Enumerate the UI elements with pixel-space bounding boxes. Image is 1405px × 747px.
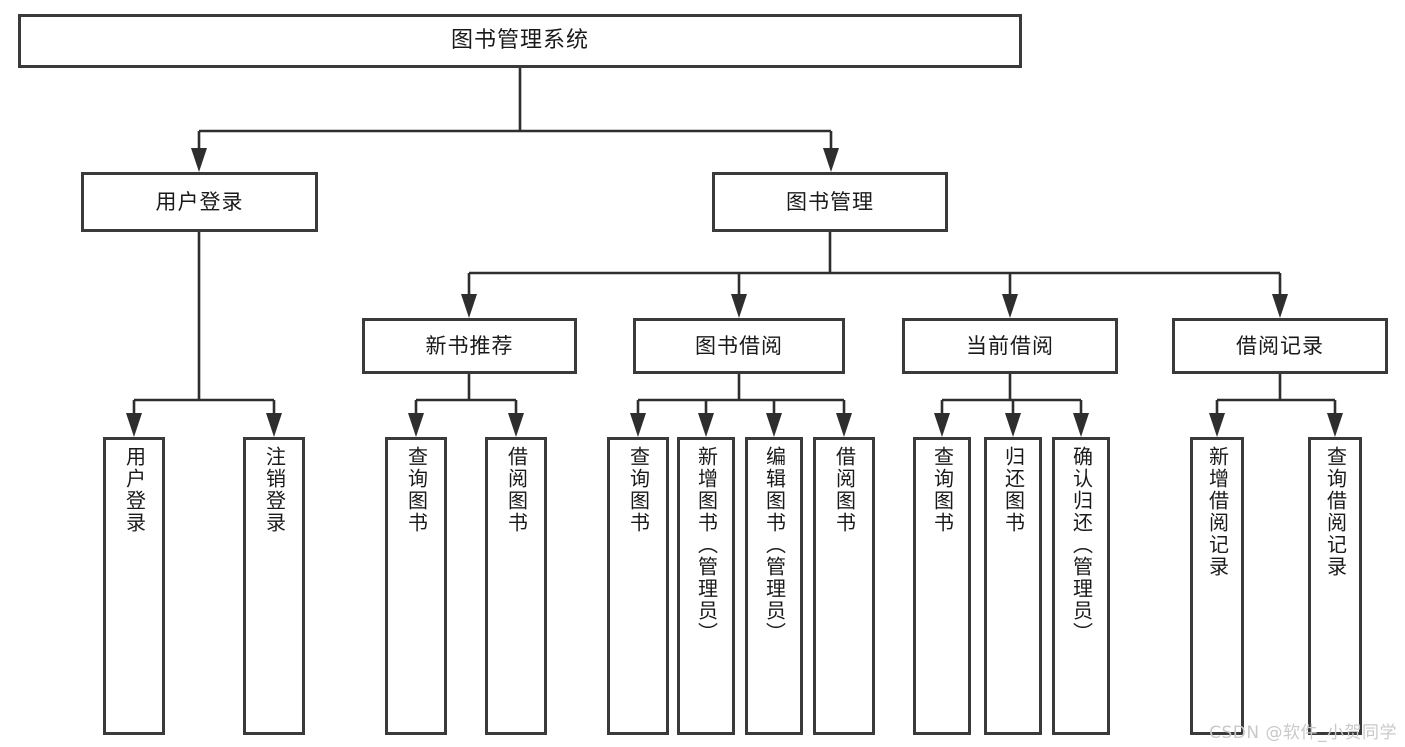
leaf-query-book-current-label: 查询图书	[930, 446, 955, 534]
node-new-book-recommend-label: 新书推荐	[425, 333, 514, 358]
arrow-borrow-l1	[630, 413, 646, 437]
leaf-borrow-book-label: 借阅图书	[832, 446, 857, 534]
leaf-user-login-label: 用户登录	[122, 446, 147, 534]
arrow-borrow-l3	[766, 413, 782, 437]
node-root[interactable]: 图书管理系统	[18, 14, 1022, 68]
leaf-borrow-book-newbook-label: 借阅图书	[504, 446, 529, 534]
arrow-newbook-l2	[508, 413, 524, 437]
arrow-login-l2	[266, 413, 282, 437]
leaf-query-book-borrow[interactable]: 查询图书	[607, 437, 669, 735]
arrow-record-l2	[1327, 413, 1343, 437]
leaf-query-book-newbook[interactable]: 查询图书	[385, 437, 447, 735]
arrow-record-l1	[1209, 413, 1225, 437]
leaf-query-book-current[interactable]: 查询图书	[913, 437, 971, 735]
arrow-borrow-l2	[698, 413, 714, 437]
leaf-edit-book-admin[interactable]: 编辑图书（管理员）	[745, 437, 803, 735]
leaf-confirm-return-admin-label: 确认归还（管理员）	[1069, 446, 1094, 644]
node-book-management-label: 图书管理	[786, 189, 874, 214]
leaf-borrow-book[interactable]: 借阅图书	[813, 437, 875, 735]
arrow-newbook-l1	[408, 413, 424, 437]
leaf-logout[interactable]: 注销登录	[243, 437, 305, 735]
leaf-add-book-admin[interactable]: 新增图书（管理员）	[677, 437, 735, 735]
leaf-query-book-newbook-label: 查询图书	[404, 446, 429, 534]
leaf-borrow-book-newbook[interactable]: 借阅图书	[485, 437, 547, 735]
node-current-borrow[interactable]: 当前借阅	[902, 318, 1118, 374]
leaf-query-book-borrow-label: 查询图书	[626, 446, 651, 534]
arrow-bm-c3	[1002, 294, 1018, 318]
leaf-add-borrow-record-label: 新增借阅记录	[1205, 446, 1230, 578]
arrow-current-l3	[1073, 413, 1089, 437]
arrow-root-to-login	[191, 148, 207, 172]
leaf-return-book[interactable]: 归还图书	[984, 437, 1042, 735]
node-book-borrow-label: 图书借阅	[695, 333, 783, 358]
watermark: CSDN @软件_小贺同学	[1209, 723, 1397, 743]
node-borrow-record[interactable]: 借阅记录	[1172, 318, 1388, 374]
arrow-login-l1	[126, 413, 142, 437]
node-user-login[interactable]: 用户登录	[81, 172, 318, 232]
node-book-borrow[interactable]: 图书借阅	[633, 318, 845, 374]
node-new-book-recommend[interactable]: 新书推荐	[362, 318, 577, 374]
leaf-return-book-label: 归还图书	[1001, 446, 1026, 534]
leaf-edit-book-admin-label: 编辑图书（管理员）	[762, 446, 787, 644]
leaf-query-borrow-record-label: 查询借阅记录	[1323, 446, 1348, 578]
leaf-logout-label: 注销登录	[262, 446, 287, 534]
node-borrow-record-label: 借阅记录	[1236, 333, 1324, 358]
leaf-add-borrow-record[interactable]: 新增借阅记录	[1190, 437, 1244, 735]
arrow-root-to-bookmgmt	[823, 148, 839, 172]
leaf-add-book-admin-label: 新增图书（管理员）	[694, 446, 719, 644]
arrow-bm-c2	[731, 294, 747, 318]
arrow-bm-c1	[461, 294, 477, 318]
leaf-user-login[interactable]: 用户登录	[103, 437, 165, 735]
arrow-borrow-l4	[836, 413, 852, 437]
node-root-label: 图书管理系统	[450, 28, 589, 54]
arrow-current-l1	[934, 413, 950, 437]
leaf-confirm-return-admin[interactable]: 确认归还（管理员）	[1052, 437, 1110, 735]
arrow-current-l2	[1005, 413, 1021, 437]
node-book-management[interactable]: 图书管理	[712, 172, 948, 232]
leaf-query-borrow-record[interactable]: 查询借阅记录	[1308, 437, 1362, 735]
node-current-borrow-label: 当前借阅	[966, 333, 1054, 358]
node-user-login-label: 用户登录	[155, 189, 244, 214]
arrow-bm-c4	[1272, 294, 1288, 318]
